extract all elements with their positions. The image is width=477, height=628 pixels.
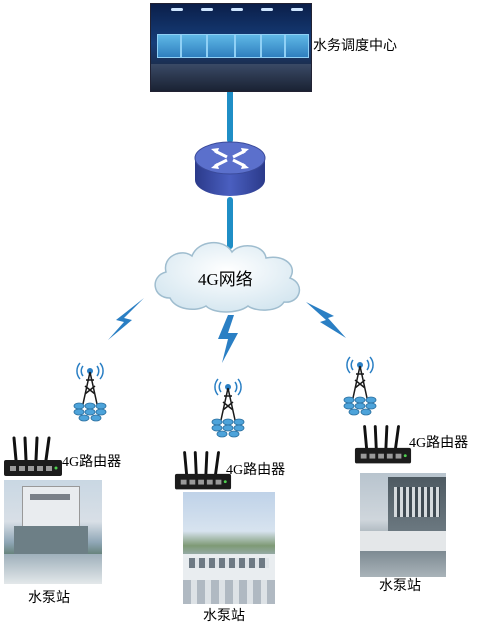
4g-router-icon [4,436,62,476]
lightning-signal-icon [306,302,346,338]
pump-station-photo [4,480,102,584]
cell-tower-icon [73,362,107,422]
pump-station-photo [360,473,446,577]
router-label-left: 4G路由器 [62,455,122,470]
station-label-right: 水泵站 [379,579,421,594]
lightning-signal-icon [218,315,238,363]
station-label-mid: 水泵站 [203,609,245,624]
4g-router-icon [174,451,232,490]
control-center-photo [150,3,312,92]
station-label-left: 水泵站 [28,591,70,606]
router-label-right: 4G路由器 [409,436,469,451]
4g-router-icon [354,425,412,464]
cloud-4g-network [154,242,301,313]
lightning-signal-icon [108,298,144,340]
cell-tower-icon [343,356,377,416]
network-label: 4G网络 [198,270,253,289]
network-switch-icon [194,141,266,196]
router-label-mid: 4G路由器 [226,463,286,478]
pump-station-photo [183,492,275,604]
cell-tower-icon [211,378,245,438]
control-center-label: 水务调度中心 [313,38,397,54]
